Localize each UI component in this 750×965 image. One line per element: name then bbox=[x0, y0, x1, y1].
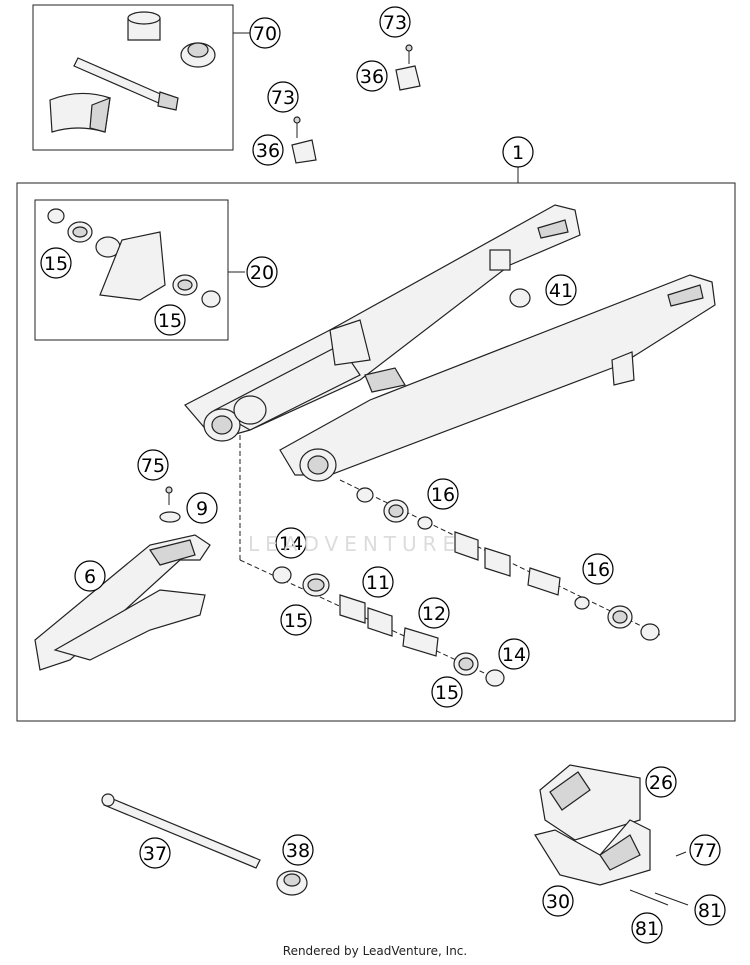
long-bolt-part bbox=[73, 57, 179, 111]
swingarm-body bbox=[184, 204, 716, 482]
callout-14-lower[interactable]: 14 bbox=[498, 638, 530, 670]
clamp-part-upper bbox=[395, 44, 421, 91]
callout-30[interactable]: 30 bbox=[542, 885, 574, 917]
kit-box-20 bbox=[34, 199, 229, 341]
svg-text:77: 77 bbox=[693, 840, 717, 862]
footer-credit: Rendered by LeadVenture, Inc. bbox=[282, 944, 468, 958]
svg-text:73: 73 bbox=[271, 87, 295, 109]
callout-70[interactable]: 70 bbox=[249, 17, 281, 49]
svg-text:12: 12 bbox=[422, 603, 446, 625]
svg-text:30: 30 bbox=[546, 891, 570, 913]
callout-20[interactable]: 20 bbox=[246, 256, 278, 288]
swingarm-frame-box bbox=[16, 182, 736, 722]
callout-81-right[interactable]: 81 bbox=[694, 894, 726, 926]
svg-text:20: 20 bbox=[250, 262, 274, 284]
svg-text:37: 37 bbox=[143, 843, 167, 865]
watermark: LEADVENTURE bbox=[248, 532, 462, 556]
callout-1[interactable]: 1 bbox=[502, 136, 534, 168]
callout-73-lower[interactable]: 73 bbox=[267, 81, 299, 113]
bushing-part bbox=[127, 11, 161, 41]
svg-text:15: 15 bbox=[158, 310, 182, 332]
callout-37[interactable]: 37 bbox=[139, 837, 171, 869]
svg-text:70: 70 bbox=[253, 23, 277, 45]
callout-14-upper[interactable]: 14 bbox=[275, 527, 307, 559]
swingarm-pivot-axle-part bbox=[101, 793, 261, 869]
callout-81-left[interactable]: 81 bbox=[631, 912, 663, 944]
half-shell-part bbox=[49, 92, 111, 133]
callout-15-bottom[interactable]: 15 bbox=[431, 676, 463, 708]
callout-15-kit-top[interactable]: 15 bbox=[40, 247, 72, 279]
callout-26[interactable]: 26 bbox=[645, 766, 677, 798]
screw-and-washer bbox=[159, 486, 181, 523]
callout-11[interactable]: 11 bbox=[362, 566, 394, 598]
svg-text:75: 75 bbox=[141, 455, 165, 477]
svg-text:6: 6 bbox=[84, 566, 96, 588]
bolts-part bbox=[629, 851, 689, 906]
right-pivot-bearing-stack bbox=[356, 487, 660, 641]
callout-36-lower[interactable]: 36 bbox=[252, 134, 284, 166]
callout-15-kit-bottom[interactable]: 15 bbox=[154, 304, 186, 336]
callout-15-left[interactable]: 15 bbox=[280, 604, 312, 636]
collar-nut-part bbox=[276, 870, 308, 896]
callout-41[interactable]: 41 bbox=[545, 274, 577, 306]
svg-text:9: 9 bbox=[196, 498, 208, 520]
svg-text:14: 14 bbox=[502, 644, 526, 666]
svg-text:1: 1 bbox=[512, 142, 524, 164]
callout-75[interactable]: 75 bbox=[137, 449, 169, 481]
callout-77[interactable]: 77 bbox=[689, 834, 721, 866]
callout-36-upper[interactable]: 36 bbox=[356, 60, 388, 92]
callout-16-lower[interactable]: 16 bbox=[582, 553, 614, 585]
svg-text:16: 16 bbox=[586, 559, 610, 581]
svg-text:36: 36 bbox=[256, 140, 280, 162]
callout-16-upper[interactable]: 16 bbox=[427, 478, 459, 510]
svg-text:15: 15 bbox=[435, 682, 459, 704]
callout-12[interactable]: 12 bbox=[418, 597, 450, 629]
spacer-ring-part bbox=[180, 42, 216, 68]
svg-text:41: 41 bbox=[549, 280, 573, 302]
left-pivot-bearing-stack bbox=[272, 566, 505, 687]
callout-6[interactable]: 6 bbox=[74, 560, 106, 592]
clamp-part-lower bbox=[291, 116, 317, 164]
chain-guide-bracket-part bbox=[534, 819, 651, 886]
svg-text:81: 81 bbox=[698, 900, 722, 922]
callout-9[interactable]: 9 bbox=[186, 492, 218, 524]
bearing-kit-parts bbox=[47, 208, 221, 308]
chain-guide-part bbox=[539, 764, 641, 841]
callout-73-upper[interactable]: 73 bbox=[379, 6, 411, 38]
callout-38[interactable]: 38 bbox=[282, 834, 314, 866]
chain-slider-part bbox=[34, 534, 211, 671]
kit-box-70 bbox=[32, 4, 234, 151]
axle-slide-part-41 bbox=[509, 288, 531, 308]
svg-text:15: 15 bbox=[44, 253, 68, 275]
svg-text:16: 16 bbox=[431, 484, 455, 506]
svg-text:81: 81 bbox=[635, 918, 659, 940]
svg-text:11: 11 bbox=[366, 572, 390, 594]
svg-text:15: 15 bbox=[284, 610, 308, 632]
svg-text:73: 73 bbox=[383, 12, 407, 34]
svg-text:36: 36 bbox=[360, 66, 384, 88]
svg-text:14: 14 bbox=[279, 533, 303, 555]
svg-text:26: 26 bbox=[649, 772, 673, 794]
svg-text:38: 38 bbox=[286, 840, 310, 862]
